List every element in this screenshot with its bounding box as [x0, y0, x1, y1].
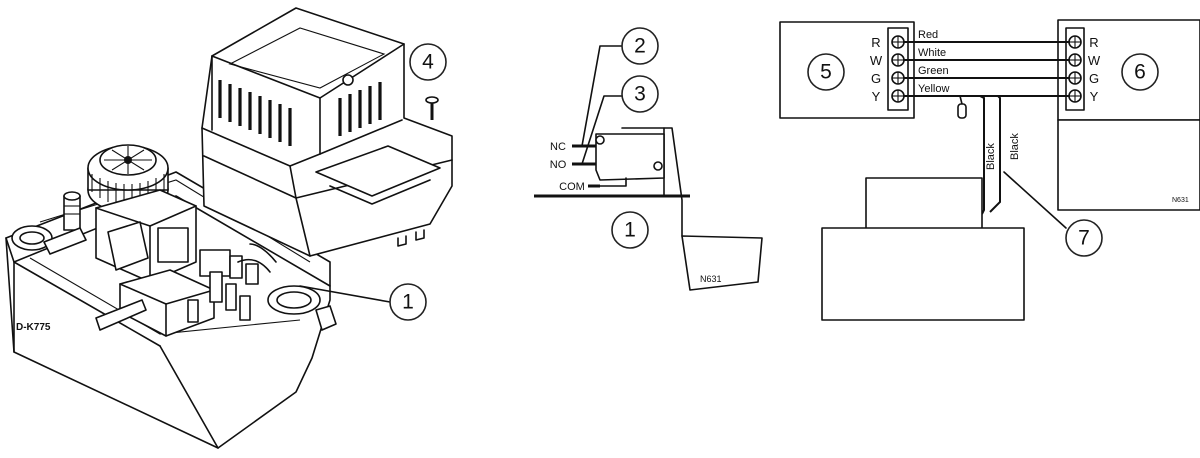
- terminal-no-label: NO: [550, 159, 567, 171]
- mounting-screw: [425, 96, 439, 120]
- black-wire-1: [979, 95, 985, 215]
- wire-nut: [957, 103, 967, 119]
- control-box-lower: [1057, 119, 1200, 211]
- control-terminal-w: W: [1088, 53, 1101, 68]
- control-code-label: N631: [1172, 197, 1189, 204]
- thermostat-terminal-w: W: [870, 53, 883, 68]
- callout-reservoir: 1: [389, 283, 427, 321]
- callout-thermostat: 5: [807, 53, 845, 91]
- reservoir-leader-line: [299, 285, 391, 303]
- switch-leader-line: [581, 45, 623, 147]
- terminal-nc-label: NC: [550, 141, 566, 153]
- wiring-schematic: 5 N631 6: [779, 19, 1200, 321]
- callout-bracket-number: 1: [624, 219, 636, 242]
- cable-leader-line: [1003, 171, 1067, 229]
- black-wire-label-1: Black: [985, 143, 997, 170]
- thermostat-terminal-strip: [887, 27, 909, 111]
- callout-reservoir-number: 1: [402, 291, 414, 314]
- control-terminal-y: Y: [1090, 89, 1099, 104]
- thermostat-terminal-g: G: [871, 71, 881, 86]
- thermostat-terminal-r: R: [871, 35, 880, 50]
- thermostat-terminal-y: Y: [872, 89, 881, 104]
- wire-label-yellow: Yellow: [918, 83, 949, 95]
- safety-switch-detail: N631 NC NO COM 2 3 1: [534, 27, 763, 291]
- pump-block-upper: [865, 177, 983, 231]
- callout-cable-number: 7: [1078, 227, 1090, 250]
- callout-bracket: 1: [611, 211, 649, 249]
- callout-control: 6: [1121, 53, 1159, 91]
- control-terminal-g: G: [1089, 71, 1099, 86]
- pump-block-lower: [821, 227, 1025, 321]
- terminal-com-label: COM: [559, 181, 585, 193]
- switch-code-label: N631: [700, 274, 722, 284]
- callout-lever-number: 3: [634, 83, 646, 106]
- switch-bracket-tab: [681, 235, 763, 291]
- callout-switch-body-number: 2: [634, 35, 646, 58]
- callout-switch-body: 2: [621, 27, 659, 65]
- wire-label-green: Green: [918, 65, 949, 77]
- black-wire-label-2: Black: [1009, 133, 1021, 160]
- callout-screw-number: 4: [422, 51, 434, 74]
- callout-cable: 7: [1065, 219, 1103, 257]
- callout-screw: 4: [409, 43, 447, 81]
- control-terminal-strip: [1065, 27, 1085, 111]
- microswitch-body: [595, 133, 665, 181]
- pump-motor-assembly: [43, 144, 277, 337]
- wire-label-red: Red: [918, 29, 938, 41]
- pump-model-label: D-K775: [16, 322, 51, 333]
- callout-lever: 3: [621, 75, 659, 113]
- control-terminal-r: R: [1089, 35, 1098, 50]
- callout-thermostat-number: 5: [820, 61, 832, 84]
- condensate-pump: D-K775: [5, 7, 453, 449]
- wire-label-white: White: [918, 47, 946, 59]
- lever-leader-line: [581, 95, 623, 165]
- pump-cover: [201, 7, 453, 257]
- callout-control-number: 6: [1134, 61, 1146, 84]
- black-wire-2: [989, 95, 1001, 213]
